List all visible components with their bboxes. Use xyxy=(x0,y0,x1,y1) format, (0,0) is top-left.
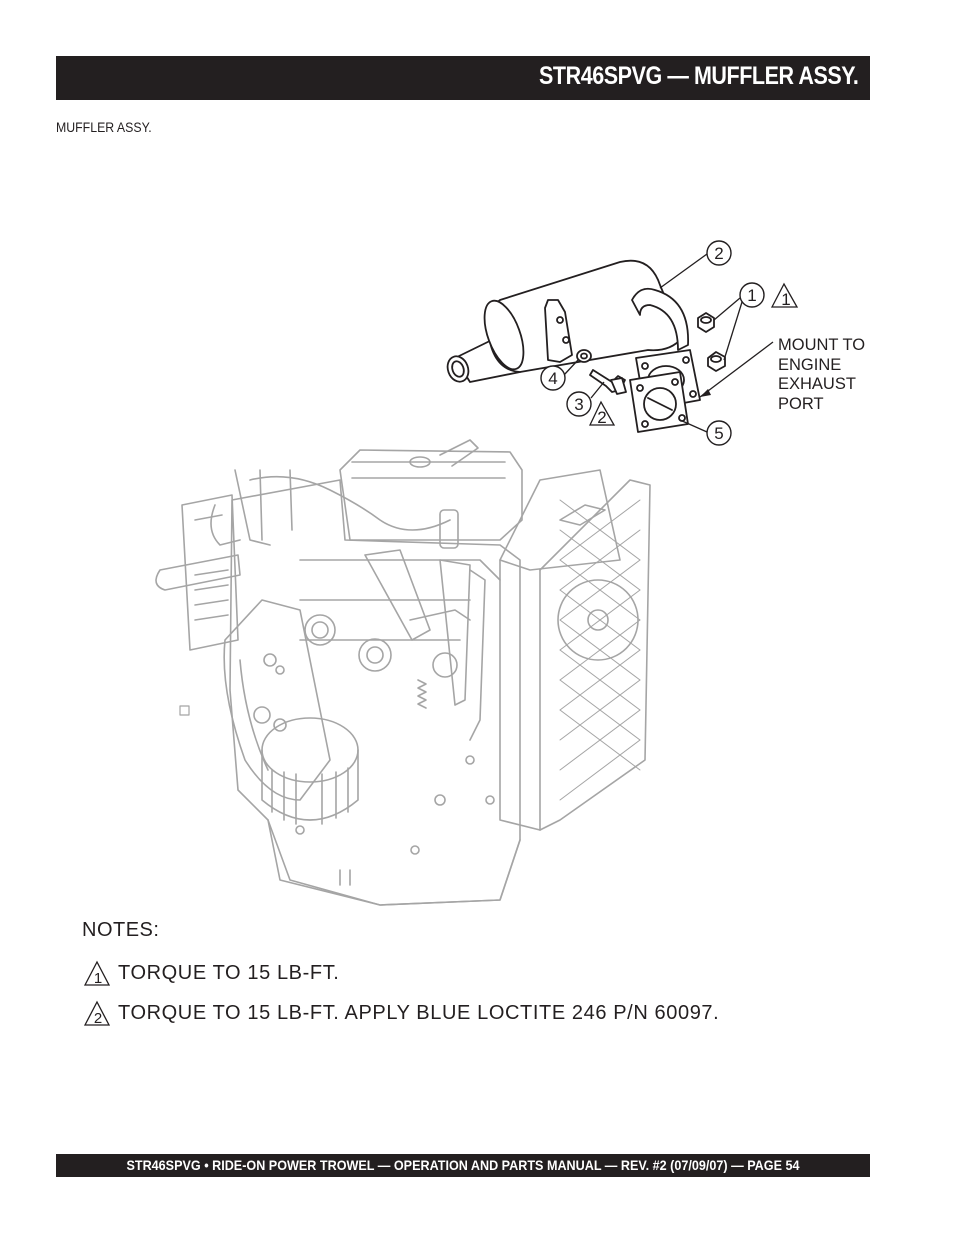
footer-text: STR46SPVG • RIDE-ON POWER TROWEL — OPERA… xyxy=(126,1157,800,1173)
callout-5: 5 xyxy=(706,420,732,446)
leader-lines xyxy=(563,253,774,433)
page-header: STR46SPVG — MUFFLER ASSY. xyxy=(56,56,870,100)
muffler-parts xyxy=(446,259,726,433)
callout-4-label: 4 xyxy=(548,369,557,388)
note-flag-1-icon: 1 xyxy=(83,960,111,987)
section-label: MUFFLER ASSY. xyxy=(56,119,152,135)
callout-4: 4 xyxy=(540,365,566,391)
mount-label-line-3: EXHAUST xyxy=(778,375,856,393)
callout-3: 3 xyxy=(566,391,592,417)
callout-1: 1 xyxy=(739,282,765,308)
note-flag-1-label: 1 xyxy=(94,970,102,987)
note-text: TORQUE TO 15 LB-FT. xyxy=(118,961,340,984)
torque-flag-2-icon: 2 xyxy=(588,400,616,427)
engine-illustration xyxy=(155,439,651,906)
mount-label-line-4: PORT xyxy=(778,395,824,413)
note-flag-2-icon: 2 xyxy=(83,1000,111,1027)
torque-flag-1-label: 1 xyxy=(781,290,790,309)
page-title: STR46SPVG — MUFFLER ASSY. xyxy=(538,62,859,90)
callout-5-label: 5 xyxy=(714,424,723,443)
note-text: TORQUE TO 15 LB-FT. APPLY BLUE LOCTITE 2… xyxy=(118,1001,720,1024)
notes-title: NOTES: xyxy=(82,919,160,941)
mount-label-line-2: ENGINE xyxy=(778,356,841,374)
callout-1-label: 1 xyxy=(747,286,756,305)
note-item: 2 TORQUE TO 15 LB-FT. APPLY BLUE LOCTITE… xyxy=(82,998,719,1028)
callout-3-label: 3 xyxy=(574,395,583,414)
torque-flag-1-icon: 1 xyxy=(770,282,799,309)
arrow-head-icon xyxy=(700,389,711,397)
page-footer: STR46SPVG • RIDE-ON POWER TROWEL — OPERA… xyxy=(56,1154,870,1177)
callout-2: 2 xyxy=(706,240,732,266)
note-item: 1 TORQUE TO 15 LB-FT. xyxy=(82,958,339,988)
torque-flag-2-label: 2 xyxy=(597,408,606,427)
note-flag-2-label: 2 xyxy=(94,1010,102,1027)
mount-label-line-1: MOUNT TO xyxy=(778,336,865,354)
callout-2-label: 2 xyxy=(714,244,723,263)
mount-label: MOUNT TO ENGINE EXHAUST PORT xyxy=(778,336,865,413)
